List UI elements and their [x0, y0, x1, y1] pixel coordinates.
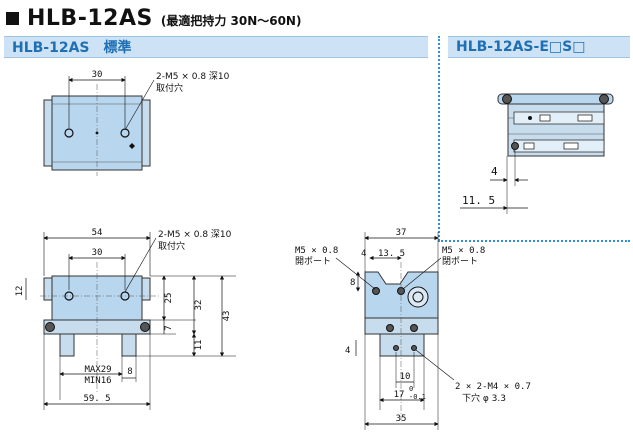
side-dim-10: 10 — [400, 372, 411, 382]
side-tol-plus: 0 — [409, 385, 413, 393]
front-dim-43: 43 — [222, 311, 232, 322]
front-dim-54: 54 — [92, 228, 103, 238]
gripping-force-note: (最適把持力 30N～60N) — [160, 13, 302, 28]
front-dim-32: 32 — [194, 300, 204, 311]
side-note-tap: 2 × 2-M4 × 0.7 — [455, 382, 531, 392]
side-port-left-label: 開ポート — [295, 256, 331, 267]
mounting-hole-right — [120, 128, 130, 138]
title-square-mark — [6, 11, 19, 25]
side-dim-4b: 4 — [345, 346, 350, 356]
page-title: HLB-12AS (最適把持力 30N～60N) — [6, 4, 301, 32]
front-dim-11: 11 — [194, 340, 204, 351]
top-view-left-cap — [43, 99, 53, 167]
section-divider-horizontal — [438, 240, 630, 242]
open-port — [372, 287, 380, 295]
side-view: 37 M5 × 0.8 開ポート M5 × 0.8 閉ポート 4 13. 5 8… — [295, 228, 531, 430]
side-note-drill: 下穴 φ 3.3 — [462, 392, 506, 404]
section-band-option: HLB-12AS-E□S□ — [448, 36, 630, 58]
option-view: 4 11. 5 — [460, 93, 614, 214]
front-dim-max: MAX29 — [84, 365, 111, 375]
front-note-hole: 取付穴 — [158, 240, 185, 252]
top-view-marker — [129, 143, 135, 149]
front-view: 54 30 2-M5 × 0.8 深10 取付穴 12 25 32 43 7 1… — [15, 228, 236, 410]
front-dim-25: 25 — [164, 293, 174, 304]
option-dim-4: 4 — [491, 165, 498, 178]
front-dim-8: 8 — [127, 367, 132, 377]
top-view-right-cap — [141, 99, 151, 167]
side-view-jaw — [364, 317, 439, 335]
top-view: 30 2-M5 × 0.8 深10 取付穴 — [43, 70, 230, 176]
finger-right — [121, 333, 137, 357]
side-dim-4a: 4 — [361, 249, 366, 259]
side-dim-35: 35 — [396, 414, 407, 424]
front-dim-min: MIN16 — [84, 376, 111, 386]
side-port-right-label: 閉ポート — [442, 256, 478, 267]
front-dim-12: 12 — [15, 286, 25, 297]
side-dim-13-5: 13. 5 — [378, 249, 405, 259]
finger-left — [59, 333, 75, 357]
section-label-option: HLB-12AS-E□S□ — [456, 39, 586, 55]
side-dim-17: 17 — [394, 390, 405, 400]
section-label-standard: HLB-12AS 標準 — [12, 40, 132, 56]
side-view-finger — [379, 333, 425, 357]
section-band-standard: HLB-12AS 標準 — [4, 36, 428, 58]
side-tol-minus: -0.1 — [409, 393, 426, 401]
front-view-body — [51, 275, 143, 321]
side-dim-8: 8 — [350, 278, 355, 288]
side-port-right: M5 × 0.8 — [442, 246, 485, 256]
side-port-left: M5 × 0.8 — [295, 246, 338, 256]
section-divider-vertical — [438, 36, 440, 241]
front-note-thread: 2-M5 × 0.8 深10 — [158, 229, 232, 240]
side-dim-37: 37 — [396, 228, 407, 238]
model-name: HLB-12AS — [27, 5, 153, 31]
front-dim-59-5: 59. 5 — [83, 394, 110, 404]
top-note-hole: 取付穴 — [156, 82, 183, 94]
front-dim-30: 30 — [92, 248, 103, 258]
option-dim-11-5: 11. 5 — [462, 194, 495, 207]
top-note-thread: 2-M5 × 0.8 深10 — [156, 71, 230, 82]
top-dim-30: 30 — [92, 70, 103, 80]
mounting-hole-left — [64, 128, 74, 138]
front-dim-7: 7 — [164, 325, 174, 330]
